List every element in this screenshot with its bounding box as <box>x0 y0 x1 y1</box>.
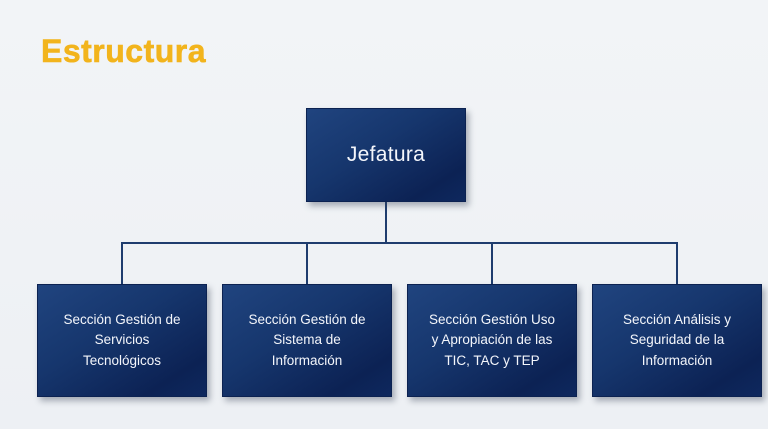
org-node-seccion-sistema-informacion: Sección Gestión de Sistema de Informació… <box>222 284 392 397</box>
org-node-jefatura: Jefatura <box>306 108 466 202</box>
org-node-label: Sección Gestión de Sistema de Informació… <box>248 312 366 368</box>
org-node-seccion-analisis-seguridad: Sección Análisis y Seguridad de la Infor… <box>592 284 762 397</box>
org-node-label: Sección Gestión de Servicios Tecnológico… <box>63 312 181 368</box>
org-node-seccion-uso-apropiacion: Sección Gestión Uso y Apropiación de las… <box>407 284 577 397</box>
org-node-label: Sección Análisis y Seguridad de la Infor… <box>622 312 732 368</box>
org-node-seccion-servicios-tecnologicos: Sección Gestión de Servicios Tecnológico… <box>37 284 207 397</box>
org-node-jefatura-label: Jefatura <box>346 143 426 166</box>
org-node-label: Sección Gestión Uso y Apropiación de las… <box>428 312 556 368</box>
page-title: Estructura <box>41 33 207 70</box>
